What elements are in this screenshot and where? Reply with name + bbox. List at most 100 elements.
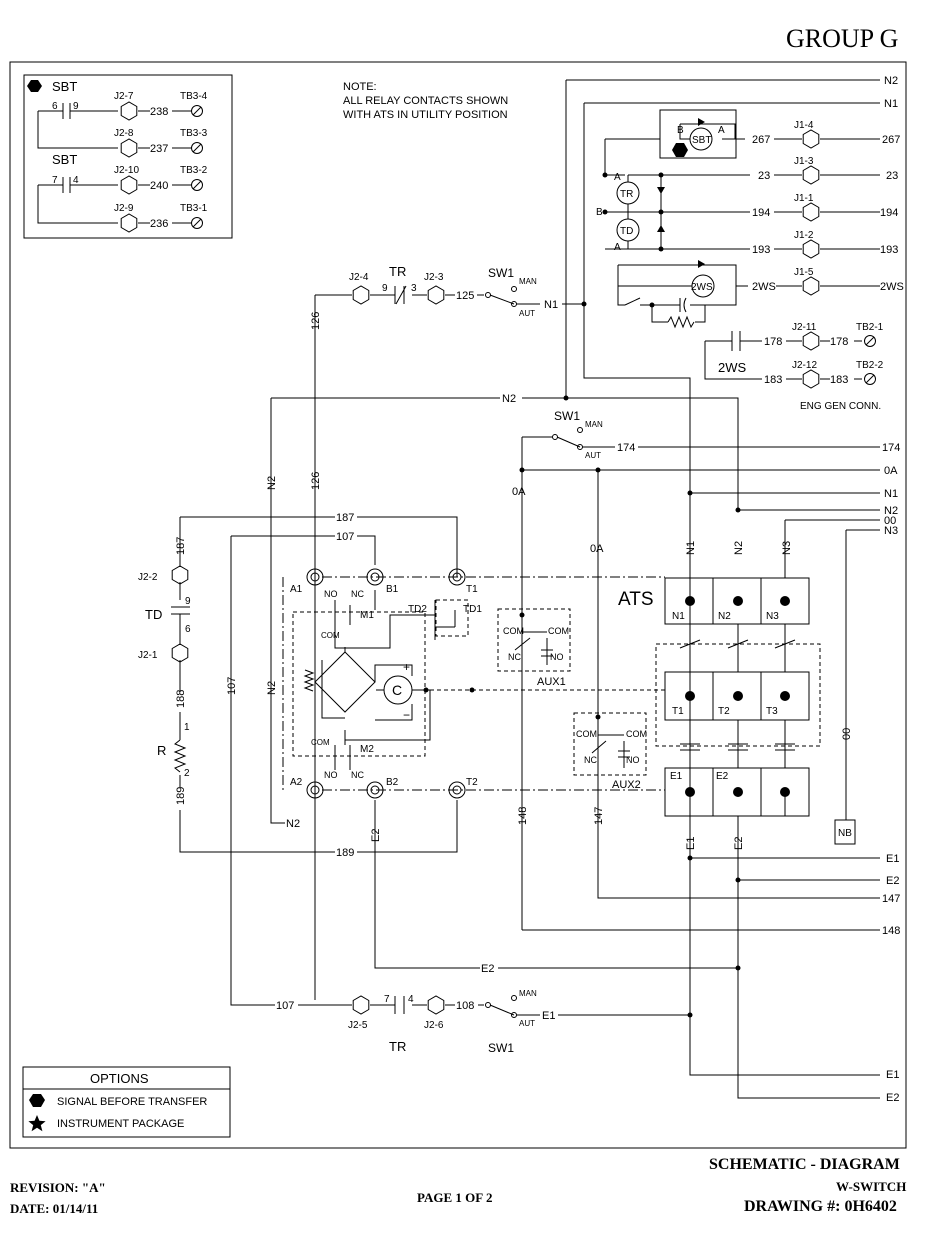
schematic-label: TR: [620, 189, 633, 200]
schematic-label: OPTIONS: [90, 1071, 149, 1086]
schematic-label: 2WS: [752, 281, 776, 293]
wire-connector: [802, 129, 820, 149]
schematic-label: 9: [382, 283, 388, 294]
drawing-number: DRAWING #: 0H6402: [744, 1198, 897, 1215]
schematic-label: 189: [175, 787, 187, 805]
schematic-label: E2: [886, 1092, 899, 1104]
sbt-jack-label: J2-10: [114, 165, 139, 176]
sbt-jack-label: J2-7: [114, 91, 134, 102]
wire-connector: [352, 995, 370, 1015]
schematic-label: N1: [672, 611, 685, 622]
schematic-label: J2-1: [138, 650, 158, 661]
terminal-screw-icon: [191, 105, 203, 117]
sbt-wire-label: 236: [150, 218, 168, 230]
schematic-label: MAN: [585, 420, 603, 429]
terminal-screw-icon: [191, 179, 203, 191]
schematic-label: 107: [226, 677, 238, 695]
schematic-label: 4: [73, 175, 79, 186]
terminal-screw-icon: [191, 217, 203, 229]
schematic-label: COM: [503, 626, 524, 636]
wire-connector: [802, 276, 820, 296]
schematic-label: N2: [502, 393, 516, 405]
schematic-label: MAN: [519, 277, 537, 286]
schematic-label: N2: [884, 505, 898, 517]
schematic-label: +: [403, 660, 410, 674]
terminal-screw-icon: [864, 335, 876, 347]
note-line-2: ALL RELAY CONTACTS SHOWN: [343, 95, 508, 107]
schematic-label: E1: [886, 1069, 899, 1081]
schematic-label: E2: [733, 837, 745, 850]
schematic-label: 23: [886, 170, 898, 182]
wire-connector: [352, 285, 370, 305]
terminal-screw-icon: [864, 373, 876, 385]
schematic-label: 267: [752, 134, 770, 146]
schematic-label: 147: [593, 807, 605, 825]
ats-terminal: [780, 596, 790, 606]
schematic-label: N3: [884, 525, 898, 537]
schematic-label: N3: [766, 611, 779, 622]
schematic-label: 9: [185, 596, 191, 607]
schematic-label: AUT: [519, 1019, 535, 1028]
schematic-label: TR: [389, 1039, 406, 1054]
schematic-label: COM: [576, 729, 597, 739]
schematic-label: 188: [175, 690, 187, 708]
drawing-title: SCHEMATIC - DIAGRAM: [709, 1156, 900, 1173]
schematic-label: J2-3: [424, 272, 444, 283]
schematic-label: 125: [456, 290, 474, 302]
schematic-label: 00: [841, 728, 853, 740]
schematic-label: 267: [882, 134, 900, 146]
schematic-label: M1: [360, 610, 374, 621]
sbt-tb-label: TB3-4: [180, 91, 208, 102]
schematic-label: J2-12: [792, 360, 817, 371]
schematic-label: N2: [718, 611, 731, 622]
revision: REVISION: "A": [10, 1180, 106, 1195]
schematic-label: N2: [266, 476, 278, 490]
sbt-hexagon-icon: [27, 80, 42, 92]
schematic-label: T1: [672, 706, 684, 717]
schematic-label: T3: [766, 706, 778, 717]
sbt-option-hex-icon: [672, 143, 688, 157]
schematic-label: A1: [290, 584, 303, 595]
schematic-label: 2: [184, 768, 190, 779]
terminal-ring: [366, 781, 384, 799]
schematic-label: 108: [456, 1000, 474, 1012]
sbt-connector: [120, 213, 138, 233]
schematic-label: T2: [466, 777, 478, 788]
schematic-label: E2: [886, 875, 899, 887]
schematic-label: 193: [752, 244, 770, 256]
schematic-label: COM: [321, 631, 340, 640]
sbt-jack-label: J2-8: [114, 128, 134, 139]
schematic-label: C: [392, 682, 402, 698]
schematic-label: 187: [336, 512, 354, 524]
schematic-label: COM: [626, 729, 647, 739]
schematic-label: N2: [266, 681, 278, 695]
schematic-label: AUX1: [537, 676, 566, 688]
schematic-label: NO: [626, 755, 640, 765]
schematic-label: NC: [584, 755, 597, 765]
schematic-label: J1-2: [794, 230, 814, 241]
terminal-ring: [306, 781, 324, 799]
schematic-label: J1-1: [794, 193, 814, 204]
sbt-connector: [120, 175, 138, 195]
wire-connector: [802, 331, 820, 351]
terminal-screw-icon: [191, 142, 203, 154]
schematic-label: AUT: [585, 451, 601, 460]
schematic-label: AUT: [519, 309, 535, 318]
schematic-label: A: [614, 172, 621, 183]
schematic-label: SBT: [52, 79, 77, 94]
schematic-label: 1: [184, 722, 190, 733]
schematic-label: 2WS: [880, 281, 904, 293]
wire-connector: [802, 369, 820, 389]
terminal-ring: [366, 568, 384, 586]
schematic-label: T2: [718, 706, 730, 717]
drawing-frame: [9, 61, 907, 1149]
schematic-label: 00: [884, 515, 896, 527]
schematic-label: SIGNAL BEFORE TRANSFER: [57, 1096, 207, 1108]
schematic-label: NO: [324, 589, 338, 599]
schematic-label: N2: [884, 75, 898, 87]
schematic-label: J1-4: [794, 120, 814, 131]
schematic-label: M2: [360, 744, 374, 755]
schematic-label: 194: [752, 207, 770, 219]
schematic-label: 2WS: [691, 282, 713, 293]
